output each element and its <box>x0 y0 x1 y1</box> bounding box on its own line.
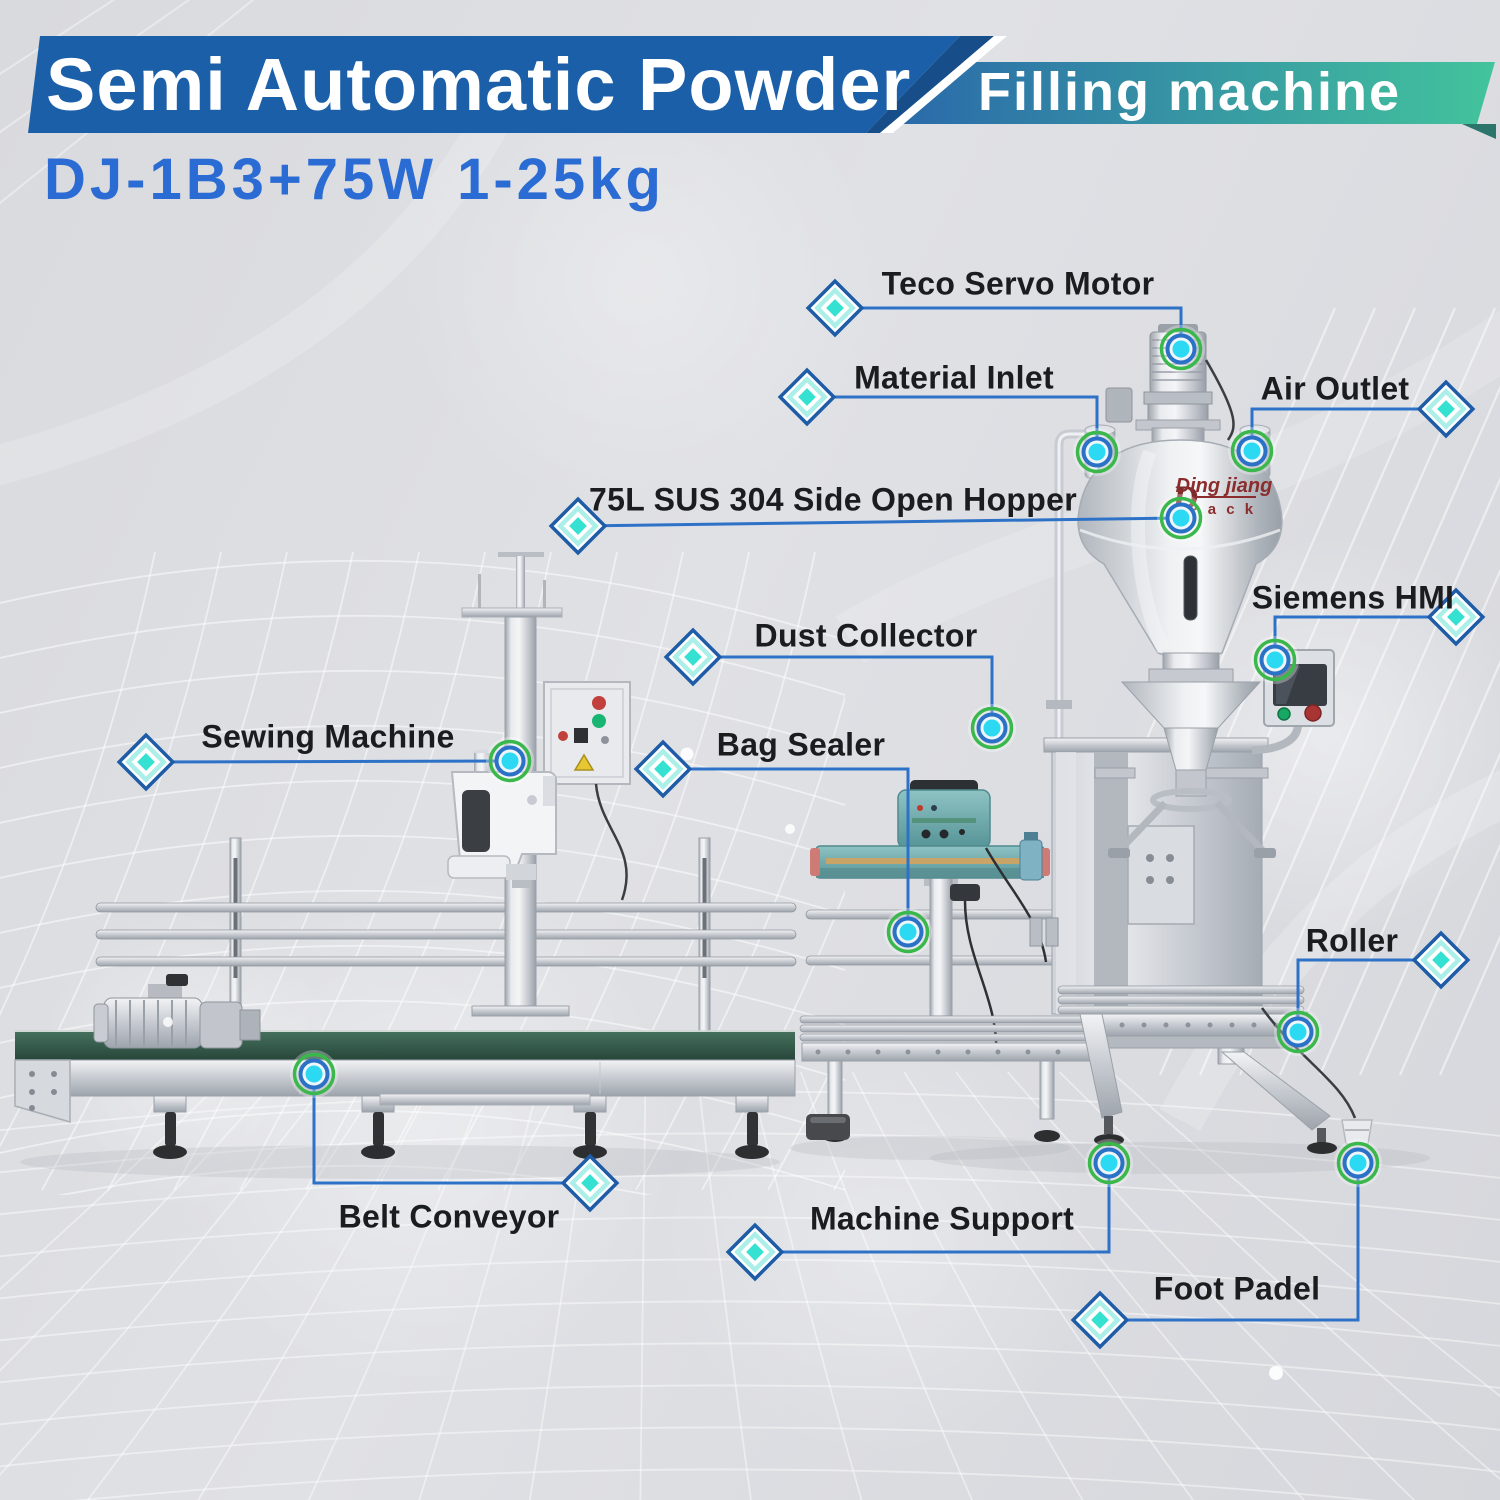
sewing-machine-leader-line <box>145 759 511 764</box>
teco-servo-motor-label: Teco Servo Motor <box>881 265 1155 302</box>
material-inlet-marker <box>1073 428 1121 476</box>
belt-conveyor-label: Belt Conveyor <box>338 1198 560 1235</box>
material-inlet-diamond-icon <box>777 367 837 427</box>
bag-sealer-diamond-icon <box>633 739 693 799</box>
belt-conveyor-diamond-icon <box>560 1153 620 1213</box>
siemens-hmi-marker <box>1251 636 1299 684</box>
filling-machine-illustration <box>1019 324 1373 1154</box>
belt-conveyor-bed <box>14 974 796 1159</box>
belt-conveyor-illustration <box>95 837 797 1037</box>
dust-collector-marker <box>968 704 1016 752</box>
sewing-machine-diamond-icon <box>116 732 176 792</box>
material-inlet-leader-line <box>807 395 1099 452</box>
page-title-secondary: Filling machine <box>978 62 1402 122</box>
foot-padel-label: Foot Padel <box>1153 1270 1321 1307</box>
foot-padel-leader-line <box>1100 1163 1360 1322</box>
dust-collector-diamond-icon <box>663 627 723 687</box>
air-outlet-diamond-icon <box>1416 379 1476 439</box>
side-open-hopper-label: 75L SUS 304 Side Open Hopper <box>589 481 1077 518</box>
machine-support-label: Machine Support <box>809 1200 1075 1237</box>
model-number: DJ-1B3+75W 1-25kg <box>44 147 665 212</box>
part-markers-layer <box>290 325 1382 1187</box>
material-inlet-label: Material Inlet <box>854 359 1054 396</box>
header-band-primary <box>28 36 1007 133</box>
dust-collector-leader-line <box>693 655 994 728</box>
header-band-secondary <box>890 62 1496 139</box>
bag-sealer-label: Bag Sealer <box>716 726 886 763</box>
dot-decorations <box>163 747 1283 1380</box>
machine-support-leader-line <box>755 1163 1111 1254</box>
air-outlet-label: Air Outlet <box>1260 370 1410 407</box>
sewing-machine-marker <box>486 737 534 785</box>
air-outlet-marker <box>1228 427 1276 475</box>
siemens-hmi-diamond-icon <box>1426 587 1486 647</box>
roller-leader-line <box>1296 958 1441 1032</box>
side-open-hopper-marker <box>1157 494 1205 542</box>
teco-servo-motor-diamond-icon <box>805 278 865 338</box>
bag-sealer-marker <box>884 908 932 956</box>
diamond-pointers-layer <box>116 278 1486 1350</box>
machine-support-marker <box>1085 1139 1133 1187</box>
sewing-machine-label: Sewing Machine <box>201 718 455 755</box>
side-open-hopper-leader-line <box>577 516 1182 528</box>
dust-collector-label: Dust Collector <box>754 617 978 654</box>
brand-sub-name: P a c k <box>1188 501 1256 518</box>
bag-sealer-leader-line <box>663 767 910 932</box>
foot-padel-marker <box>1334 1139 1382 1187</box>
teco-servo-motor-leader-line <box>835 306 1183 349</box>
sewing-machine-illustration <box>447 552 631 1017</box>
machine-support-diamond-icon <box>725 1222 785 1282</box>
roller-label: Roller <box>1305 922 1399 959</box>
foot-padel-diamond-icon <box>1070 1290 1130 1350</box>
belt-conveyor-leader-line <box>312 1074 590 1185</box>
roller-diamond-icon <box>1411 930 1471 990</box>
teco-servo-motor-marker <box>1157 325 1205 373</box>
roller-marker <box>1274 1008 1322 1056</box>
page-title-primary: Semi Automatic Powder <box>46 43 912 126</box>
brand-name: Ding jiang <box>1176 475 1273 497</box>
side-open-hopper-diamond-icon <box>548 496 608 556</box>
siemens-hmi-label: Siemens HMI <box>1251 579 1455 616</box>
belt-conveyor-marker <box>290 1050 338 1098</box>
